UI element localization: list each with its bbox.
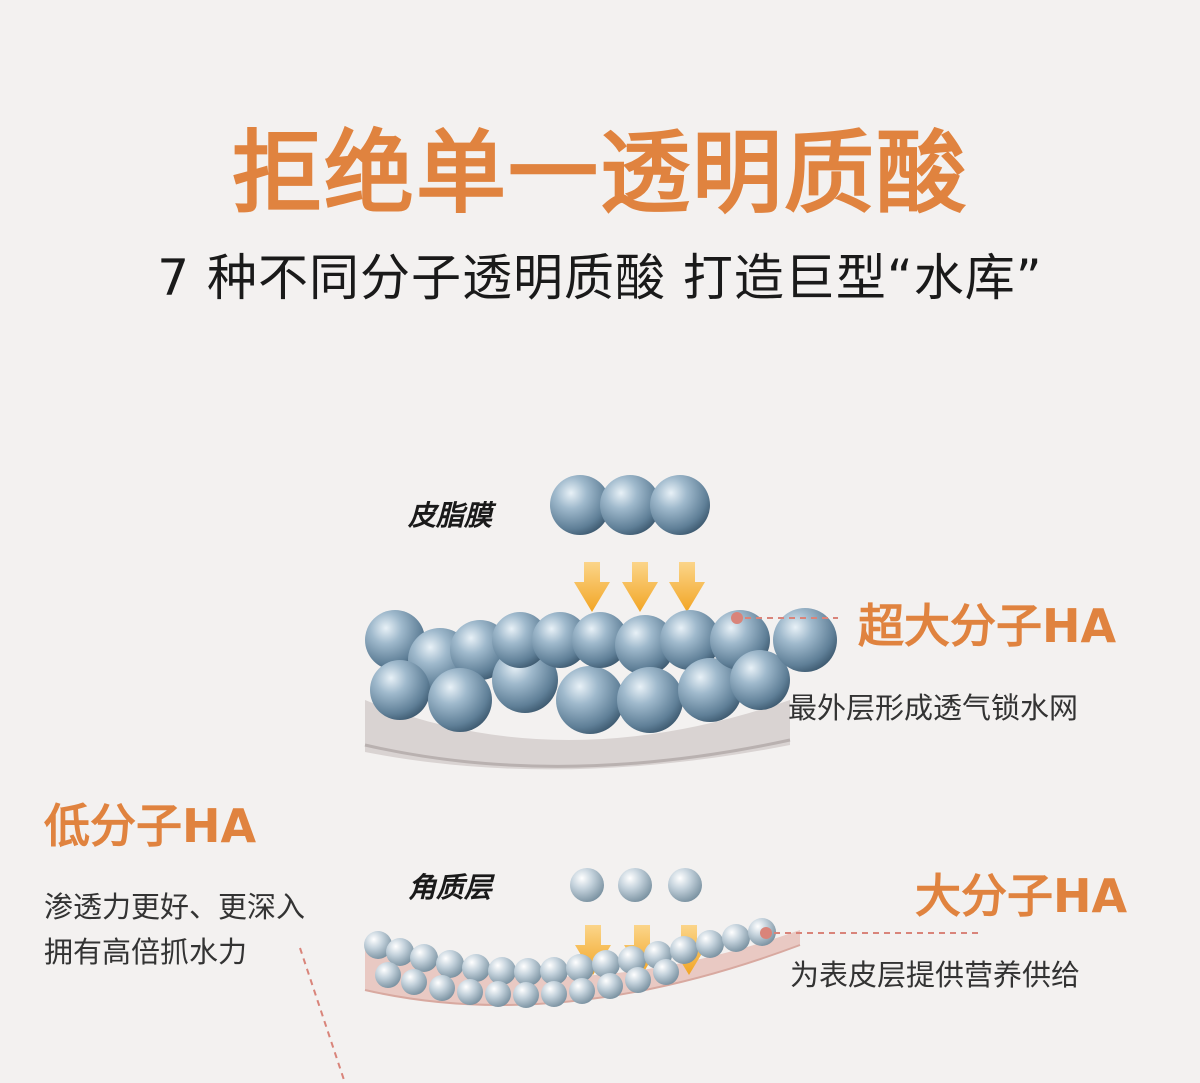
- low-ha-desc-line2: 拥有高倍抓水力: [44, 935, 248, 969]
- low-ha-title: 低分子HA: [44, 799, 257, 853]
- ultra-large-ha-pointer: [731, 612, 743, 624]
- ultra-large-ha-layer: [365, 608, 837, 734]
- page-title: 拒绝单一透明质酸: [232, 121, 968, 226]
- ultra-large-ha-molecules-falling: [550, 475, 710, 535]
- sebum-film-base: [365, 700, 790, 770]
- down-arrows-top: [574, 562, 705, 612]
- sebum-film-label: 皮脂膜: [408, 499, 493, 532]
- large-ha-desc: 为表皮层提供营养供给: [790, 958, 1081, 992]
- large-ha-title: 大分子HA: [915, 869, 1128, 923]
- low-ha-leader-line: [299, 947, 346, 1083]
- ultra-large-ha-desc: 最外层形成透气锁水网: [788, 691, 1079, 725]
- large-ha-layer: [364, 918, 776, 1008]
- stratum-corneum-label: 角质层: [408, 871, 493, 904]
- low-ha-desc-line1: 渗透力更好、更深入: [44, 890, 306, 924]
- large-ha-pointer: [760, 927, 772, 939]
- ultra-large-ha-title: 超大分子HA: [858, 599, 1117, 653]
- page-subtitle: 7 种不同分子透明质酸 打造巨型“水库”: [157, 249, 1043, 307]
- large-ha-molecules-falling: [570, 868, 702, 902]
